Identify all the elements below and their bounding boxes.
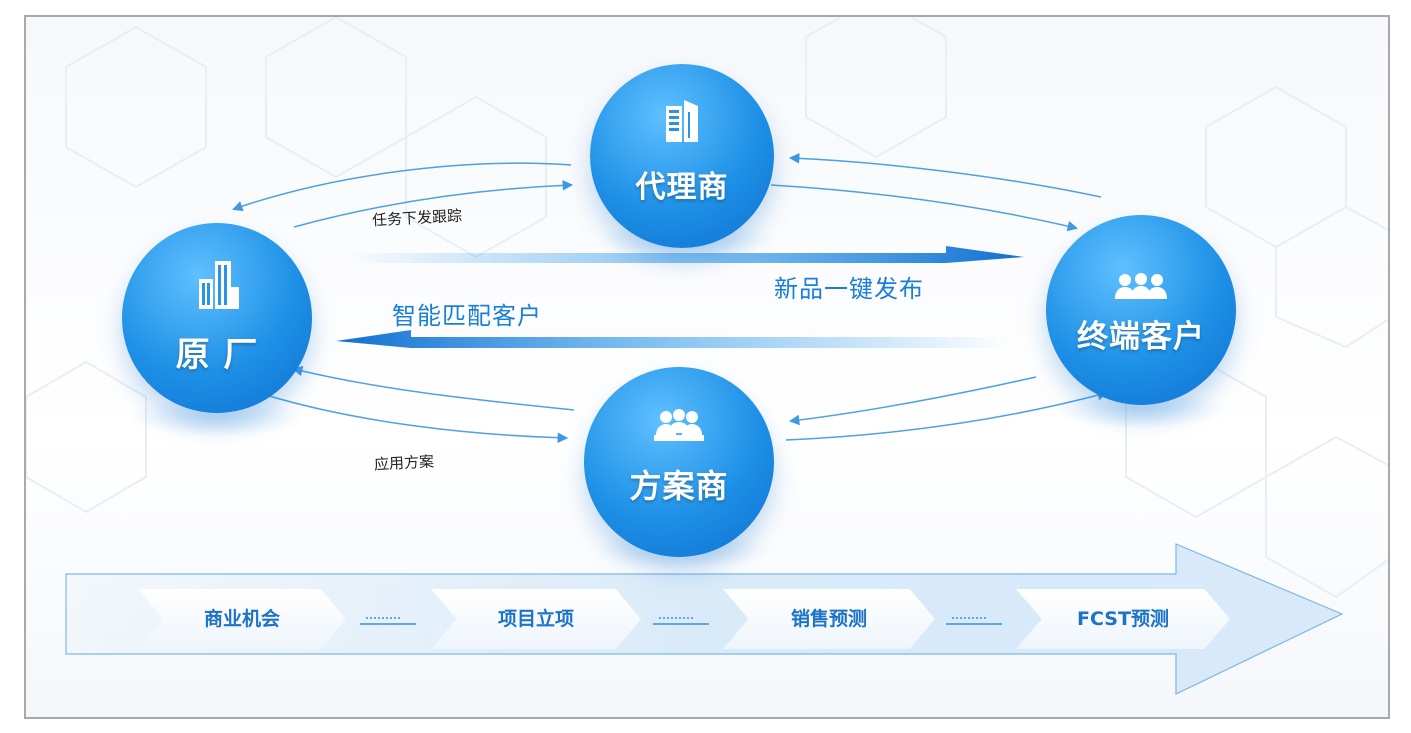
- node-agent: 代理商: [590, 64, 774, 248]
- process-arrow: [65, 543, 1344, 695]
- node-factory: 原 厂: [122, 223, 312, 413]
- stage-connector-2: [653, 617, 709, 625]
- stage-sales-forecast: 销售预测: [723, 589, 935, 649]
- node-customer: 终端客户: [1046, 215, 1236, 405]
- arrow-solution-customer: [785, 390, 1109, 441]
- stage-label: 项目立项: [497, 608, 574, 630]
- people-group-icon: [584, 409, 774, 443]
- arrow-solution-factory: [291, 365, 575, 411]
- stage-connector-1: [360, 617, 416, 625]
- building-icon: [590, 100, 774, 144]
- stage-label: 商业机会: [203, 608, 280, 630]
- node-solution: 方案商: [584, 367, 774, 557]
- factory-label: 原 厂: [175, 335, 259, 375]
- release-arrow: [346, 246, 1024, 263]
- flow-arrows: [65, 153, 1344, 695]
- stage-connector-3: [946, 617, 1002, 625]
- diagram-frame: 代理商 原 厂: [24, 15, 1390, 719]
- stage-fcst-forecast: FCST预测: [1016, 589, 1230, 649]
- customer-label: 终端客户: [1077, 319, 1205, 355]
- edge-label-match: 智能匹配客户: [392, 302, 542, 330]
- arrow-factory-agent: [293, 180, 574, 228]
- factory-icon: [122, 259, 312, 311]
- arrow-factory-solution: [265, 394, 569, 443]
- stage-project-setup: 项目立项: [431, 589, 641, 649]
- arrow-agent-factory: [232, 162, 572, 212]
- arrow-customer-solution: [788, 376, 1037, 426]
- arrow-customer-agent: [788, 153, 1102, 198]
- agent-label: 代理商: [635, 170, 729, 205]
- stage-label: FCST预测: [1077, 608, 1169, 630]
- users-icon: [1046, 273, 1236, 299]
- stage-business-opportunity: 商业机会: [138, 589, 346, 649]
- hexagon-background: [26, 17, 1388, 599]
- stage-label: 销售预测: [790, 608, 867, 630]
- match-arrow: [336, 330, 1006, 348]
- edge-label-application: 应用方案: [373, 452, 435, 474]
- arrow-agent-customer: [770, 184, 1079, 232]
- edge-label-release: 新品一键发布: [774, 275, 924, 303]
- solution-label: 方案商: [629, 467, 729, 505]
